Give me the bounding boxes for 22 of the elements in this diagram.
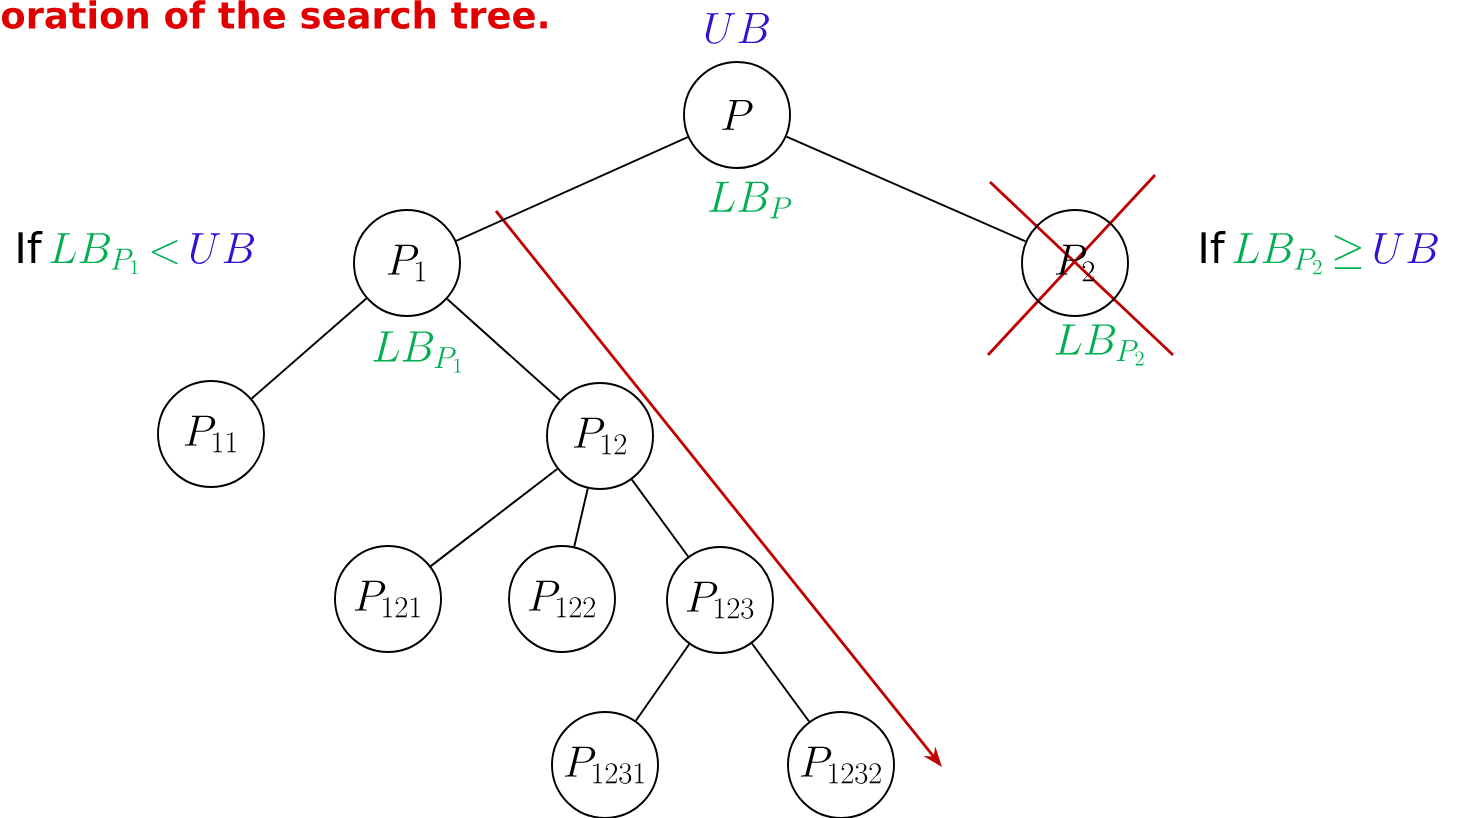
bound-label: $LB_{P_{1}}$ [373,331,462,373]
condition-text: If [1201,231,1226,264]
tree-edge [446,298,561,401]
tree-edge [785,135,1027,243]
condition-formula: $LB_{P_{1}}$ [50,233,138,275]
bound-label: $LB_{P}$ [709,181,792,219]
tree-edge [750,642,811,723]
bound-label: $LB_{P_{2}}$ [1055,324,1144,366]
tree-edge [455,136,689,242]
slide-title: oration of the search tree. [1,0,547,29]
condition-formula: $LB_{P_{2}}$ [1233,233,1322,275]
tree-edge [573,487,589,548]
condition-text: If [18,231,43,264]
condition-formula: $\geq$ [1334,235,1362,269]
tree-edge [630,478,690,558]
condition-formula: $UB$ [190,233,255,264]
condition-formula: $UB$ [1374,233,1438,264]
condition-formula: $<$ [151,240,178,265]
tree-edge [250,297,368,400]
tree-edge [429,467,559,568]
tree-edge [634,643,691,722]
bound-label: $UB$ [705,13,769,44]
